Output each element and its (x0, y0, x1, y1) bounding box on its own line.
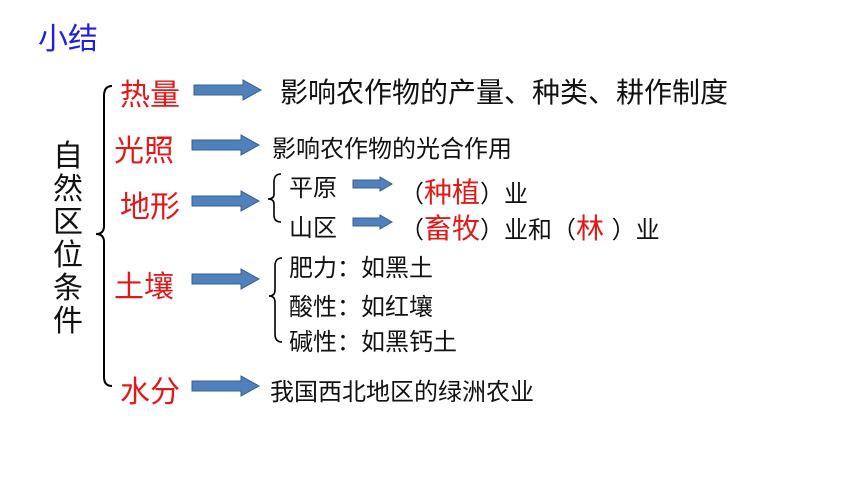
root-label-char: 然 (53, 172, 83, 207)
root-label-char: 位 (53, 238, 83, 273)
factor-water-effect: 我国西北地区的绿洲农业 (270, 378, 534, 406)
factor-soil-label: 土壤 (114, 270, 174, 305)
soil-bracket (268, 257, 283, 343)
answer-planting: 种植 (424, 176, 481, 209)
soil-item: 肥力：如黑土 (289, 254, 433, 282)
arrow-icon (193, 79, 263, 101)
arrow-icon (352, 214, 393, 230)
terrain-bracket (267, 173, 282, 223)
root-label-char: 自 (53, 139, 83, 174)
factor-light-label: 光照 (114, 134, 174, 169)
page-title: 小结 (38, 22, 98, 57)
root-label-char: 条 (53, 271, 83, 306)
paren-close: ）业 (604, 216, 660, 244)
main-bracket (95, 85, 113, 387)
root-label-char: 件 (53, 304, 83, 339)
terrain-plain-label: 平原 (289, 174, 337, 202)
arrow-icon (191, 134, 261, 156)
arrow-icon (191, 375, 261, 397)
factor-heat-effect: 影响农作物的产量、种类、耕作制度 (280, 76, 729, 109)
answer-animal-husbandry: 畜牧 (424, 212, 481, 245)
arrow-icon (191, 268, 261, 290)
factor-heat-label: 热量 (120, 78, 180, 113)
factor-terrain-label: 地形 (120, 190, 180, 225)
soil-item: 酸性：如红壤 (289, 293, 433, 321)
root-label-char: 区 (53, 205, 83, 240)
paren-close: ）业 (480, 180, 529, 208)
root-label: 自 然 区 位 条 件 (48, 140, 88, 338)
answer-forestry: 林 (576, 212, 605, 245)
terrain-plain-answer: （种植）业 (400, 171, 528, 211)
arrow-icon (352, 176, 393, 192)
factor-light-effect: 影响农作物的光合作用 (272, 135, 512, 163)
terrain-mountain-answer: （畜牧）业和（林 ）业 (400, 207, 660, 247)
text-and: ）业和（ (480, 216, 577, 244)
arrow-icon (191, 190, 261, 212)
terrain-mountain-label: 山区 (289, 214, 337, 242)
paren-open: （ (400, 216, 424, 244)
soil-item: 碱性：如黑钙土 (289, 328, 457, 356)
paren-open: （ (400, 180, 424, 208)
factor-water-label: 水分 (120, 375, 180, 410)
